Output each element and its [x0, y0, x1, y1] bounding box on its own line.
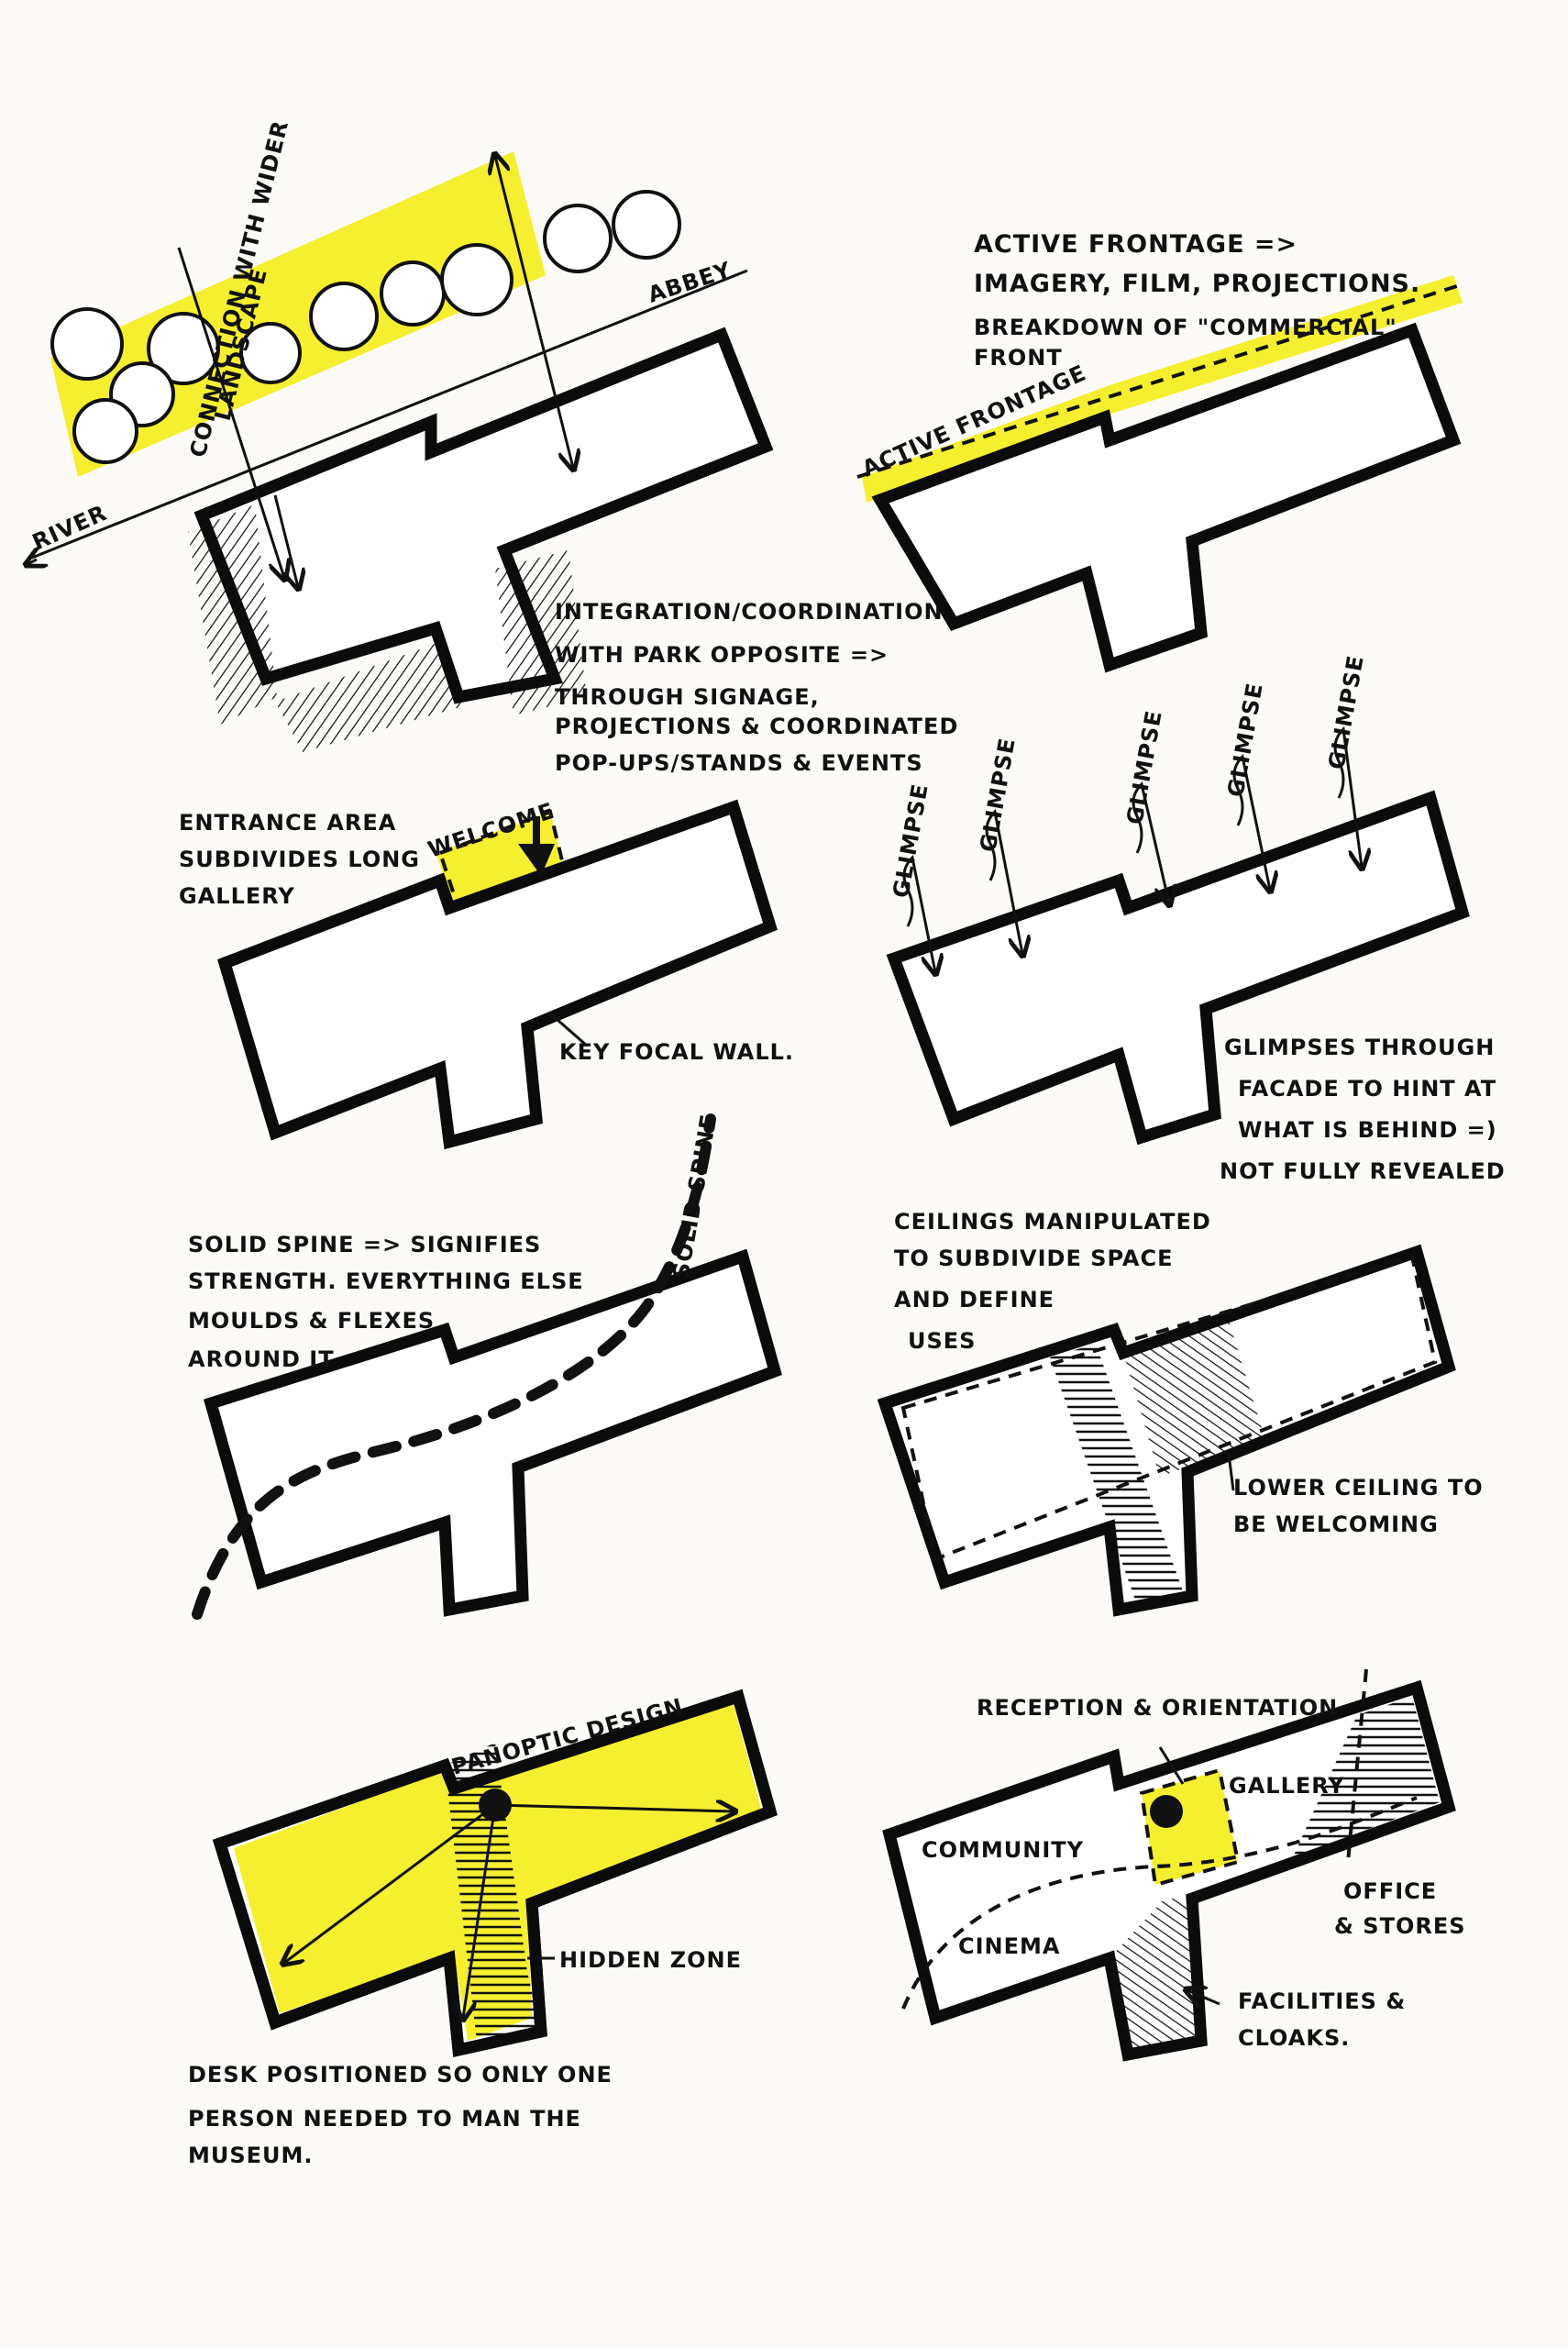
- entrance-note: ENTRANCE AREA SUBDIVIDES LONG GALLERY: [179, 810, 420, 909]
- svg-text:INTEGRATION/COORDINATION: INTEGRATION/COORDINATION: [555, 599, 944, 625]
- svg-text:USES: USES: [908, 1328, 976, 1354]
- svg-text:NOT FULLY REVEALED: NOT FULLY REVEALED: [1220, 1158, 1506, 1184]
- svg-text:FACILITIES &: FACILITIES &: [1238, 1988, 1406, 2014]
- svg-text:& STORES: & STORES: [1334, 1913, 1466, 1939]
- spine-line: [192, 1113, 716, 1620]
- active-frontage-note: ACTIVE FRONTAGE => IMAGERY, FILM, PROJEC…: [974, 230, 1420, 371]
- glimpse-label-1: GLIMPSE: [888, 781, 933, 900]
- building-plan-2: [871, 322, 1462, 673]
- svg-text:MUSEUM.: MUSEUM.: [188, 2143, 314, 2168]
- panel-entrance: ENTRANCE AREA SUBDIVIDES LONG GALLERY WE…: [179, 798, 794, 1150]
- panel-solid-spine: SOLID SPINE => SIGNIFIES STRENGTH. EVERY…: [188, 1112, 782, 1620]
- ceilings-note: CEILINGS MANIPULATED TO SUBDIVIDE SPACE …: [894, 1209, 1211, 1354]
- panel-zoning: RECEPTION & ORIENTATION GALLERY COMMUNIT…: [882, 1668, 1466, 2062]
- abbey-label: ABBEY: [645, 257, 734, 308]
- panel-active-frontage: ACTIVE FRONTAGE => IMAGERY, FILM, PROJEC…: [856, 230, 1463, 673]
- facilities-hatch: [1110, 1899, 1201, 2054]
- glimpse-label-2: GLIMPSE: [975, 736, 1020, 854]
- svg-text:AROUND IT: AROUND IT: [188, 1346, 335, 1372]
- glimpse-arrows: [902, 725, 1362, 972]
- lower-ceiling-hatch-2: [1123, 1321, 1265, 1477]
- svg-text:PROJECTIONS & COORDINATED: PROJECTIONS & COORDINATED: [555, 714, 958, 739]
- svg-text:DESK POSITIONED SO ONLY ONE: DESK POSITIONED SO ONLY ONE: [188, 2062, 613, 2088]
- svg-text:FRONT: FRONT: [974, 345, 1063, 371]
- glimpse-label-3: GLIMPSE: [1121, 708, 1166, 826]
- cinema-label: CINEMA: [958, 1933, 1060, 1959]
- svg-text:AND DEFINE: AND DEFINE: [894, 1287, 1055, 1312]
- facilities-label: FACILITIES & CLOAKS.: [1238, 1988, 1406, 2051]
- building-plan-4: [886, 790, 1470, 1146]
- svg-text:TO SUBDIVIDE SPACE: TO SUBDIVIDE SPACE: [894, 1246, 1173, 1271]
- lower-ceiling-label: LOWER CEILING TO BE WELCOMING: [1233, 1475, 1484, 1537]
- glimpse-label-5: GLIMPSE: [1323, 653, 1368, 771]
- svg-text:PERSON NEEDED TO MAN THE: PERSON NEEDED TO MAN THE: [188, 2106, 581, 2132]
- solid-spine-label: SOLID SPINE: [668, 1112, 722, 1280]
- ground-hatch: [188, 504, 587, 752]
- svg-text:WHAT IS BEHIND =): WHAT IS BEHIND =): [1238, 1117, 1497, 1143]
- panel-ceilings: CEILINGS MANIPULATED TO SUBDIVIDE SPACE …: [877, 1209, 1484, 1617]
- glimpses-note: GLIMPSES THROUGH FACADE TO HINT AT WHAT …: [1220, 1035, 1506, 1184]
- desk-note: DESK POSITIONED SO ONLY ONE PERSON NEEDE…: [188, 2062, 613, 2168]
- svg-text:OFFICE: OFFICE: [1343, 1878, 1437, 1904]
- reception-label: RECEPTION & ORIENTATION: [977, 1695, 1338, 1721]
- panel-glimpses: GLIMPSE GLIMPSE GLIMPSE GLIMPSE GLIMPSE …: [886, 653, 1506, 1184]
- entry-arrow-icon: [518, 844, 555, 876]
- gallery-label: GALLERY: [1229, 1773, 1345, 1799]
- solid-spine-note: SOLID SPINE => SIGNIFIES STRENGTH. EVERY…: [188, 1232, 584, 1372]
- svg-text:STRENGTH. EVERYTHING ELSE: STRENGTH. EVERYTHING ELSE: [188, 1268, 584, 1294]
- svg-text:SUBDIVIDES LONG: SUBDIVIDES LONG: [179, 847, 420, 872]
- river-label: RIVER: [28, 500, 111, 556]
- reception-desk-icon: [1150, 1795, 1183, 1828]
- svg-text:WITH PARK OPPOSITE =>: WITH PARK OPPOSITE =>: [555, 642, 889, 668]
- svg-text:IMAGERY, FILM, PROJECTIONS.: IMAGERY, FILM, PROJECTIONS.: [974, 270, 1420, 298]
- svg-text:CEILINGS MANIPULATED: CEILINGS MANIPULATED: [894, 1209, 1211, 1235]
- office-hatch: [1293, 1697, 1440, 1857]
- hidden-zone-hatch: [445, 1743, 541, 2041]
- svg-text:GLIMPSES THROUGH: GLIMPSES THROUGH: [1224, 1035, 1495, 1060]
- svg-text:MOULDS & FLEXES: MOULDS & FLEXES: [188, 1308, 435, 1334]
- svg-text:ACTIVE FRONTAGE =>: ACTIVE FRONTAGE =>: [974, 230, 1297, 259]
- building-plan-3: [217, 799, 778, 1150]
- lower-ceiling-hatch-1: [1050, 1344, 1183, 1605]
- key-focal-wall-label: KEY FOCAL WALL.: [559, 1039, 794, 1065]
- svg-text:BREAKDOWN OF "COMMERCIAL": BREAKDOWN OF "COMMERCIAL": [974, 315, 1397, 340]
- building-plan-1: [193, 327, 774, 704]
- svg-text:POP-UPS/STANDS & EVENTS: POP-UPS/STANDS & EVENTS: [555, 750, 923, 776]
- svg-text:FACADE TO HINT AT: FACADE TO HINT AT: [1238, 1076, 1496, 1102]
- svg-text:SOLID SPINE => SIGNIFIES: SOLID SPINE => SIGNIFIES: [188, 1232, 541, 1257]
- svg-text:GALLERY: GALLERY: [179, 883, 295, 909]
- svg-text:THROUGH SIGNAGE,: THROUGH SIGNAGE,: [555, 684, 820, 710]
- river-line: [27, 269, 748, 561]
- svg-text:LOWER CEILING TO: LOWER CEILING TO: [1233, 1475, 1484, 1501]
- hidden-zone-label: HIDDEN ZONE: [559, 1947, 742, 1973]
- svg-text:CLOAKS.: CLOAKS.: [1238, 2025, 1350, 2051]
- svg-text:ENTRANCE AREA: ENTRANCE AREA: [179, 810, 396, 836]
- glimpse-label-4: GLIMPSE: [1222, 681, 1267, 799]
- panel-panoptic: PANOPTIC DESIGN HIDDEN ZONE DESK POSITIO…: [188, 1689, 778, 2168]
- community-label: COMMUNITY: [922, 1837, 1084, 1863]
- integration-note: INTEGRATION/COORDINATION WITH PARK OPPOS…: [555, 599, 958, 776]
- building-plan-5: [204, 1248, 782, 1617]
- office-label: OFFICE & STORES: [1334, 1878, 1466, 1939]
- svg-text:BE WELCOMING: BE WELCOMING: [1233, 1512, 1439, 1537]
- panel-site-context: RIVER ABBEY CONNECTION WITH WIDER LANDSC…: [27, 117, 958, 776]
